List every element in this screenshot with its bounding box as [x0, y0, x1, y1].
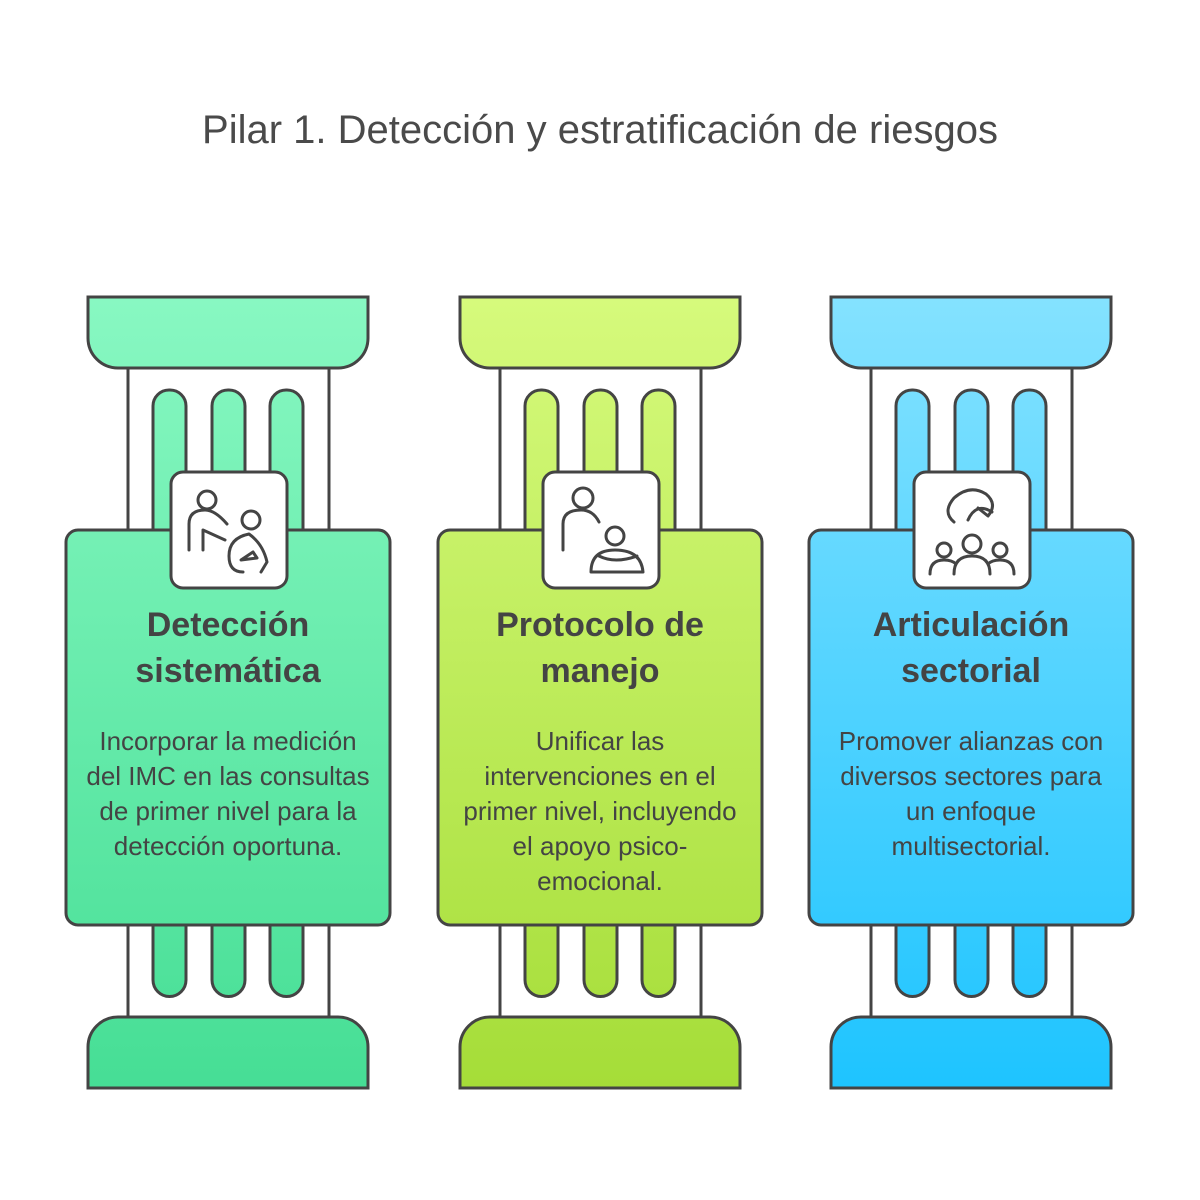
pillar-capital: [86, 295, 370, 370]
pillar-flute: [894, 925, 931, 998]
pillar-capital: [829, 295, 1113, 370]
pillar-flute: [582, 925, 619, 998]
pillar-capital: [458, 295, 742, 370]
pillar-description: Promover alianzas con diversos sectores …: [838, 726, 1104, 861]
pillar-base: [86, 1015, 370, 1090]
pillar-flute: [523, 925, 560, 998]
pillar-articulacion: Articulación sectorial Promover alianzas…: [743, 0, 1135, 1200]
pillar-flute: [1011, 925, 1048, 998]
pillar-heading: Detección sistemática: [135, 606, 321, 690]
pillar-protocolo: Protocolo de manejo Unificar las interve…: [372, 0, 764, 1200]
pillar-flute: [151, 925, 188, 998]
pillar-flute: [268, 925, 305, 998]
caregiver-icon: [543, 472, 659, 588]
pillar-description: Unificar las intervenciones en el primer…: [463, 726, 737, 896]
pillar-flute: [640, 925, 677, 998]
pillar-heading: Articulación sectorial: [872, 606, 1070, 690]
diagram-title: Pilar 1. Detección y estratificación de …: [202, 108, 998, 152]
pillar-heading: Protocolo de manejo: [496, 606, 704, 690]
pillar-flute: [953, 925, 990, 998]
community-handshake-icon: [914, 472, 1030, 588]
pillar-base: [829, 1015, 1113, 1090]
doctor-patient-icon: [171, 472, 287, 588]
pillar-flute: [210, 925, 247, 998]
pillar-deteccion: Detección sistemática Incorporar la medi…: [0, 0, 392, 1200]
pillar-description: Incorporar la medición del IMC en las co…: [86, 726, 370, 861]
pillar-base: [458, 1015, 742, 1090]
